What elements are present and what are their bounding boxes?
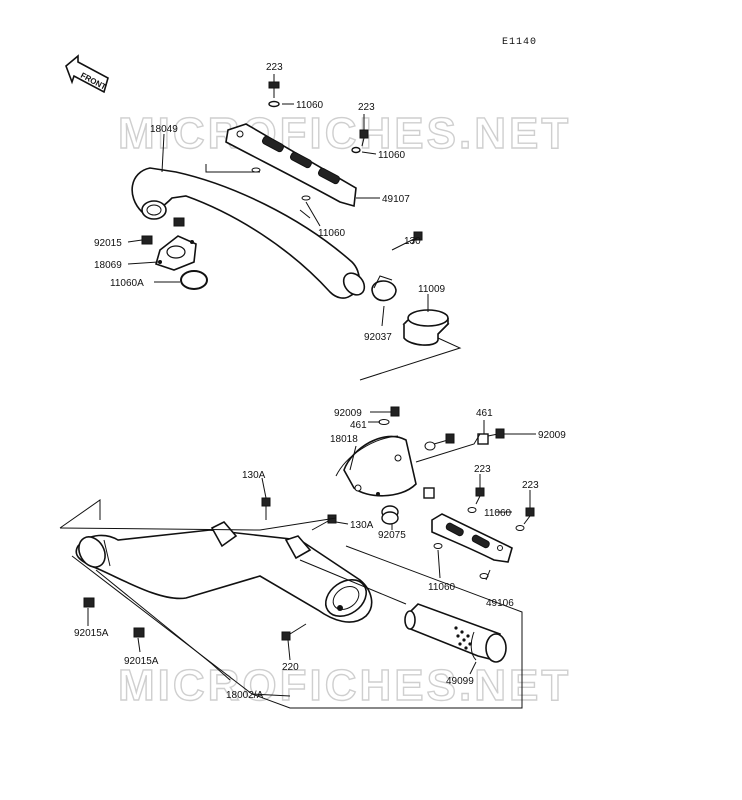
- label-11009: 11009: [418, 284, 446, 295]
- label-461-a: 461: [350, 420, 367, 431]
- label-11060-c: 11060: [318, 228, 346, 239]
- label-18018: 18018: [330, 434, 358, 445]
- label-11060A: 11060A: [110, 278, 144, 289]
- label-92075: 92075: [378, 530, 406, 541]
- diagram-code: E1140: [502, 37, 537, 48]
- label-18002A: 18002/A: [226, 690, 264, 701]
- bolt-92009-right: [477, 428, 505, 445]
- label-18069: 18069: [94, 260, 122, 271]
- bolt-223-lower-left: [467, 487, 485, 513]
- muffler-body: [75, 521, 373, 623]
- bolt-223-top: [268, 81, 280, 108]
- bolt-130A-mid: [311, 514, 337, 531]
- bolt-223-lower-right: [515, 507, 535, 531]
- clamp-92037: [371, 275, 397, 302]
- label-49106: 49106: [486, 598, 514, 609]
- watermark-bottom: MICROFICHES.NET: [118, 661, 571, 710]
- spark-arrester-49099: [404, 603, 507, 663]
- label-18049: 18049: [150, 124, 178, 135]
- bolt-shield-mid: [424, 433, 455, 451]
- label-92009-b: 92009: [538, 430, 566, 441]
- bolt-130: [391, 231, 423, 251]
- leader-lines-lower: [59, 411, 536, 709]
- label-130A-b: 130A: [350, 520, 374, 531]
- label-461-b: 461: [476, 408, 493, 419]
- sleeve-11009: [402, 309, 450, 346]
- label-11060-a: 11060: [296, 100, 324, 111]
- label-223-a: 223: [266, 62, 283, 73]
- label-11060-b: 11060: [378, 150, 406, 161]
- front-arrow-icon: FRONT: [65, 54, 109, 94]
- bolt-220: [281, 623, 307, 641]
- grommet-11060-mid: [301, 195, 311, 201]
- gasket-11060A: [180, 270, 208, 290]
- collar-92075: [381, 505, 399, 525]
- label-49099: 49099: [446, 676, 474, 687]
- label-130A-a: 130A: [242, 470, 266, 481]
- label-130: 130: [404, 236, 421, 247]
- nut-92015A-right: [133, 627, 145, 638]
- grommet-11060-left: [251, 167, 261, 173]
- heat-guard-upper: [225, 123, 357, 208]
- grommet-11060-lower: [433, 543, 443, 549]
- label-11060-d: 11060: [484, 508, 512, 519]
- heat-guard-lower: [431, 513, 513, 563]
- label-92015: 92015: [94, 238, 122, 249]
- label-92009-a: 92009: [334, 408, 362, 419]
- leader-lines-upper: [127, 74, 462, 381]
- label-92037: 92037: [364, 332, 392, 343]
- heat-shield-18018: [335, 435, 417, 497]
- bolt-130A-top: [261, 497, 271, 520]
- nut-92015A-left: [83, 597, 95, 608]
- bolt-92009-top: [378, 406, 400, 425]
- label-223-d: 223: [522, 480, 539, 491]
- nut-92015-lower: [141, 235, 153, 245]
- label-92015A-b: 92015A: [124, 656, 159, 667]
- label-223-c: 223: [474, 464, 491, 475]
- exhaust-header-pipe: [131, 167, 366, 299]
- collar-shield: [423, 487, 435, 499]
- label-11060-e: 11060: [428, 582, 456, 593]
- label-49107: 49107: [382, 194, 410, 205]
- label-220: 220: [282, 662, 299, 673]
- nut-92015-upper: [173, 217, 185, 227]
- flange-18069: [155, 235, 197, 271]
- label-223-b: 223: [358, 102, 375, 113]
- watermark-top: MICROFICHES.NET: [118, 109, 571, 158]
- label-92015A-a: 92015A: [74, 628, 109, 639]
